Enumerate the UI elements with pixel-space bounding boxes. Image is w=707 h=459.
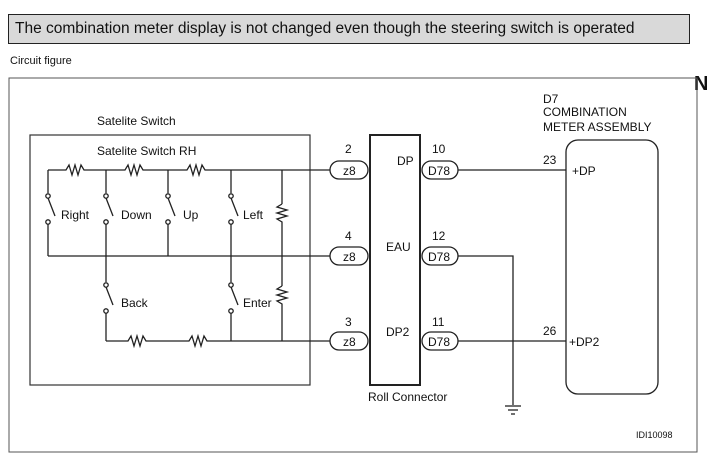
plug-z8-dp2: z8 3	[329, 315, 369, 351]
pin-2: 2	[345, 142, 352, 156]
switch-label-back: Back	[121, 296, 149, 310]
signal-dp: DP	[397, 154, 414, 168]
svg-text:z8: z8	[343, 164, 356, 178]
switch-label-up: Up	[183, 208, 199, 222]
svg-text:D78: D78	[428, 335, 450, 349]
svg-text:D78: D78	[428, 164, 450, 178]
switch-label-enter: Enter	[243, 296, 272, 310]
satellite-switch-box	[29, 134, 311, 386]
satellite-switch-rh-label: Satelite Switch RH	[97, 144, 196, 158]
plug-z8-eau: z8 4	[329, 229, 369, 266]
switch-left: Left	[228, 193, 264, 256]
plug-d78-dp2: D78 11	[421, 315, 459, 351]
switch-label-down: Down	[121, 208, 152, 222]
switch-right: Right	[45, 193, 90, 256]
switch-up: Up	[165, 193, 199, 256]
meter-code: D7	[543, 92, 559, 106]
pin-10: 10	[432, 142, 446, 156]
switch-back: Back	[103, 282, 149, 341]
meter-pin-23: 23	[543, 153, 557, 167]
roll-connector-label: Roll Connector	[368, 390, 447, 404]
meter-title-line2: METER ASSEMBLY	[543, 120, 651, 134]
svg-text:D78: D78	[428, 250, 450, 264]
plug-z8-dp: z8 2	[329, 142, 369, 180]
meter-title-line1: COMBINATION	[543, 105, 627, 119]
svg-text:z8: z8	[343, 335, 356, 349]
signal-dp2: DP2	[386, 325, 410, 339]
pin-11: 11	[432, 315, 445, 329]
circuit-figure-label: Circuit figure	[10, 55, 72, 67]
page-title: The combination meter display is not cha…	[8, 14, 690, 44]
plug-d78-eau: D78 12	[421, 229, 459, 266]
switch-label-left: Left	[243, 208, 264, 222]
plug-d78-dp: D78 10	[421, 142, 459, 180]
pin-3: 3	[345, 315, 352, 329]
switch-enter: Enter	[228, 282, 272, 341]
satellite-switch-title: Satelite Switch	[97, 114, 176, 128]
roll-connector-box	[369, 134, 421, 386]
meter-assembly-box	[565, 139, 659, 395]
meter-pin-26: 26	[543, 324, 557, 338]
diagram-frame	[8, 77, 698, 453]
ladder-top-wire	[48, 162, 282, 178]
pin-12: 12	[432, 229, 446, 243]
meter-label-dp2: +DP2	[569, 335, 600, 349]
pin-4: 4	[345, 229, 352, 243]
signal-eau: EAU	[386, 240, 411, 254]
switch-down: Down	[103, 193, 152, 256]
ground-icon	[505, 405, 521, 415]
ladder-bottom-wire	[106, 333, 330, 349]
meter-label-dp: +DP	[572, 164, 596, 178]
wire-eau-ground	[458, 255, 514, 405]
figure-id: IDI10098	[636, 430, 673, 440]
switch-label-right: Right	[61, 208, 90, 222]
svg-text:z8: z8	[343, 250, 356, 264]
